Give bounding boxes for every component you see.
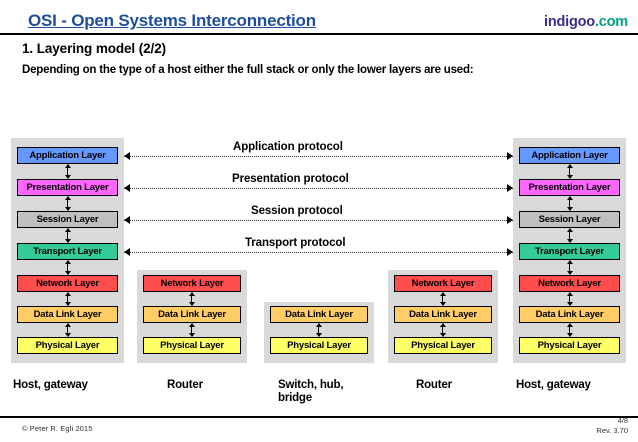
protocol-line-application — [124, 156, 513, 157]
stack-caption-host-left: Host, gateway — [13, 379, 88, 391]
protocol-arrow-left-application — [124, 152, 130, 160]
header-divider — [0, 33, 638, 35]
section-description: Depending on the type of a host either t… — [22, 64, 474, 76]
layer-box-session[interactable]: Session Layer — [17, 211, 118, 228]
footer-revision: Rev. 3.70 — [596, 426, 628, 435]
layer-box-session[interactable]: Session Layer — [519, 211, 620, 228]
layer-box-physical[interactable]: Physical Layer — [270, 337, 368, 354]
stack-caption-switch-line1: Switch, hub, — [278, 379, 344, 391]
stack-caption-router-right: Router — [416, 379, 452, 391]
layer-box-network[interactable]: Network Layer — [143, 275, 241, 292]
layer-connector — [438, 292, 447, 306]
stack-caption-router-left: Router — [167, 379, 203, 391]
protocol-arrow-right-transport — [507, 248, 513, 256]
page-title: OSI - Open Systems Interconnection — [28, 11, 316, 30]
protocol-arrow-right-presentation — [507, 184, 513, 192]
protocol-arrow-right-session — [507, 216, 513, 224]
layer-connector — [63, 292, 72, 306]
section-heading: 1. Layering model (2/2) — [22, 41, 166, 56]
layer-connector — [565, 323, 574, 337]
layer-box-physical[interactable]: Physical Layer — [519, 337, 620, 354]
footer-divider — [0, 416, 638, 418]
layer-box-network[interactable]: Network Layer — [17, 275, 118, 292]
protocol-line-presentation — [124, 188, 513, 189]
layer-connector — [63, 323, 72, 337]
layer-box-data-link[interactable]: Data Link Layer — [519, 306, 620, 323]
protocol-line-session — [124, 220, 513, 221]
protocol-arrow-left-presentation — [124, 184, 130, 192]
brand-name: indigoo — [544, 14, 595, 30]
layer-box-data-link[interactable]: Data Link Layer — [17, 306, 118, 323]
protocol-arrow-left-session — [124, 216, 130, 224]
layer-box-data-link[interactable]: Data Link Layer — [270, 306, 368, 323]
layer-box-presentation[interactable]: Presentation Layer — [519, 179, 620, 196]
layer-box-presentation[interactable]: Presentation Layer — [17, 179, 118, 196]
layer-box-physical[interactable]: Physical Layer — [143, 337, 241, 354]
footer-meta: 4/8 Rev. 3.70 — [596, 416, 628, 436]
brand-logo: indigoo.com — [544, 14, 628, 30]
layer-box-network[interactable]: Network Layer — [519, 275, 620, 292]
stack-caption-host-right: Host, gateway — [516, 379, 591, 391]
layer-box-application[interactable]: Application Layer — [17, 147, 118, 164]
footer-copyright: © Peter R. Egli 2015 — [22, 424, 93, 433]
protocol-arrow-right-application — [507, 152, 513, 160]
layer-connector — [63, 260, 72, 275]
layer-box-network[interactable]: Network Layer — [394, 275, 492, 292]
layer-connector — [565, 260, 574, 275]
layer-connector — [63, 164, 72, 179]
layer-box-physical[interactable]: Physical Layer — [17, 337, 118, 354]
protocol-label-application: Application protocol — [229, 141, 347, 153]
protocol-line-transport — [124, 252, 513, 253]
layer-connector — [565, 228, 574, 243]
protocol-arrow-left-transport — [124, 248, 130, 256]
layer-connector — [565, 292, 574, 306]
layer-connector — [565, 164, 574, 179]
layer-connector — [187, 323, 196, 337]
layer-box-physical[interactable]: Physical Layer — [394, 337, 492, 354]
protocol-label-transport: Transport protocol — [241, 237, 350, 249]
layer-connector — [314, 323, 323, 337]
footer-page-number: 4/8 — [617, 416, 628, 425]
layer-connector — [438, 323, 447, 337]
layer-box-data-link[interactable]: Data Link Layer — [394, 306, 492, 323]
layer-box-application[interactable]: Application Layer — [519, 147, 620, 164]
layer-connector — [565, 196, 574, 211]
layer-box-transport[interactable]: Transport Layer — [17, 243, 118, 260]
protocol-label-presentation: Presentation protocol — [228, 173, 353, 185]
layer-connector — [63, 228, 72, 243]
stack-caption-switch-line2: bridge — [278, 392, 312, 404]
layer-connector — [187, 292, 196, 306]
layer-box-data-link[interactable]: Data Link Layer — [143, 306, 241, 323]
brand-tld: .com — [594, 14, 628, 30]
layer-connector — [63, 196, 72, 211]
protocol-label-session: Session protocol — [247, 205, 347, 217]
layer-box-transport[interactable]: Transport Layer — [519, 243, 620, 260]
